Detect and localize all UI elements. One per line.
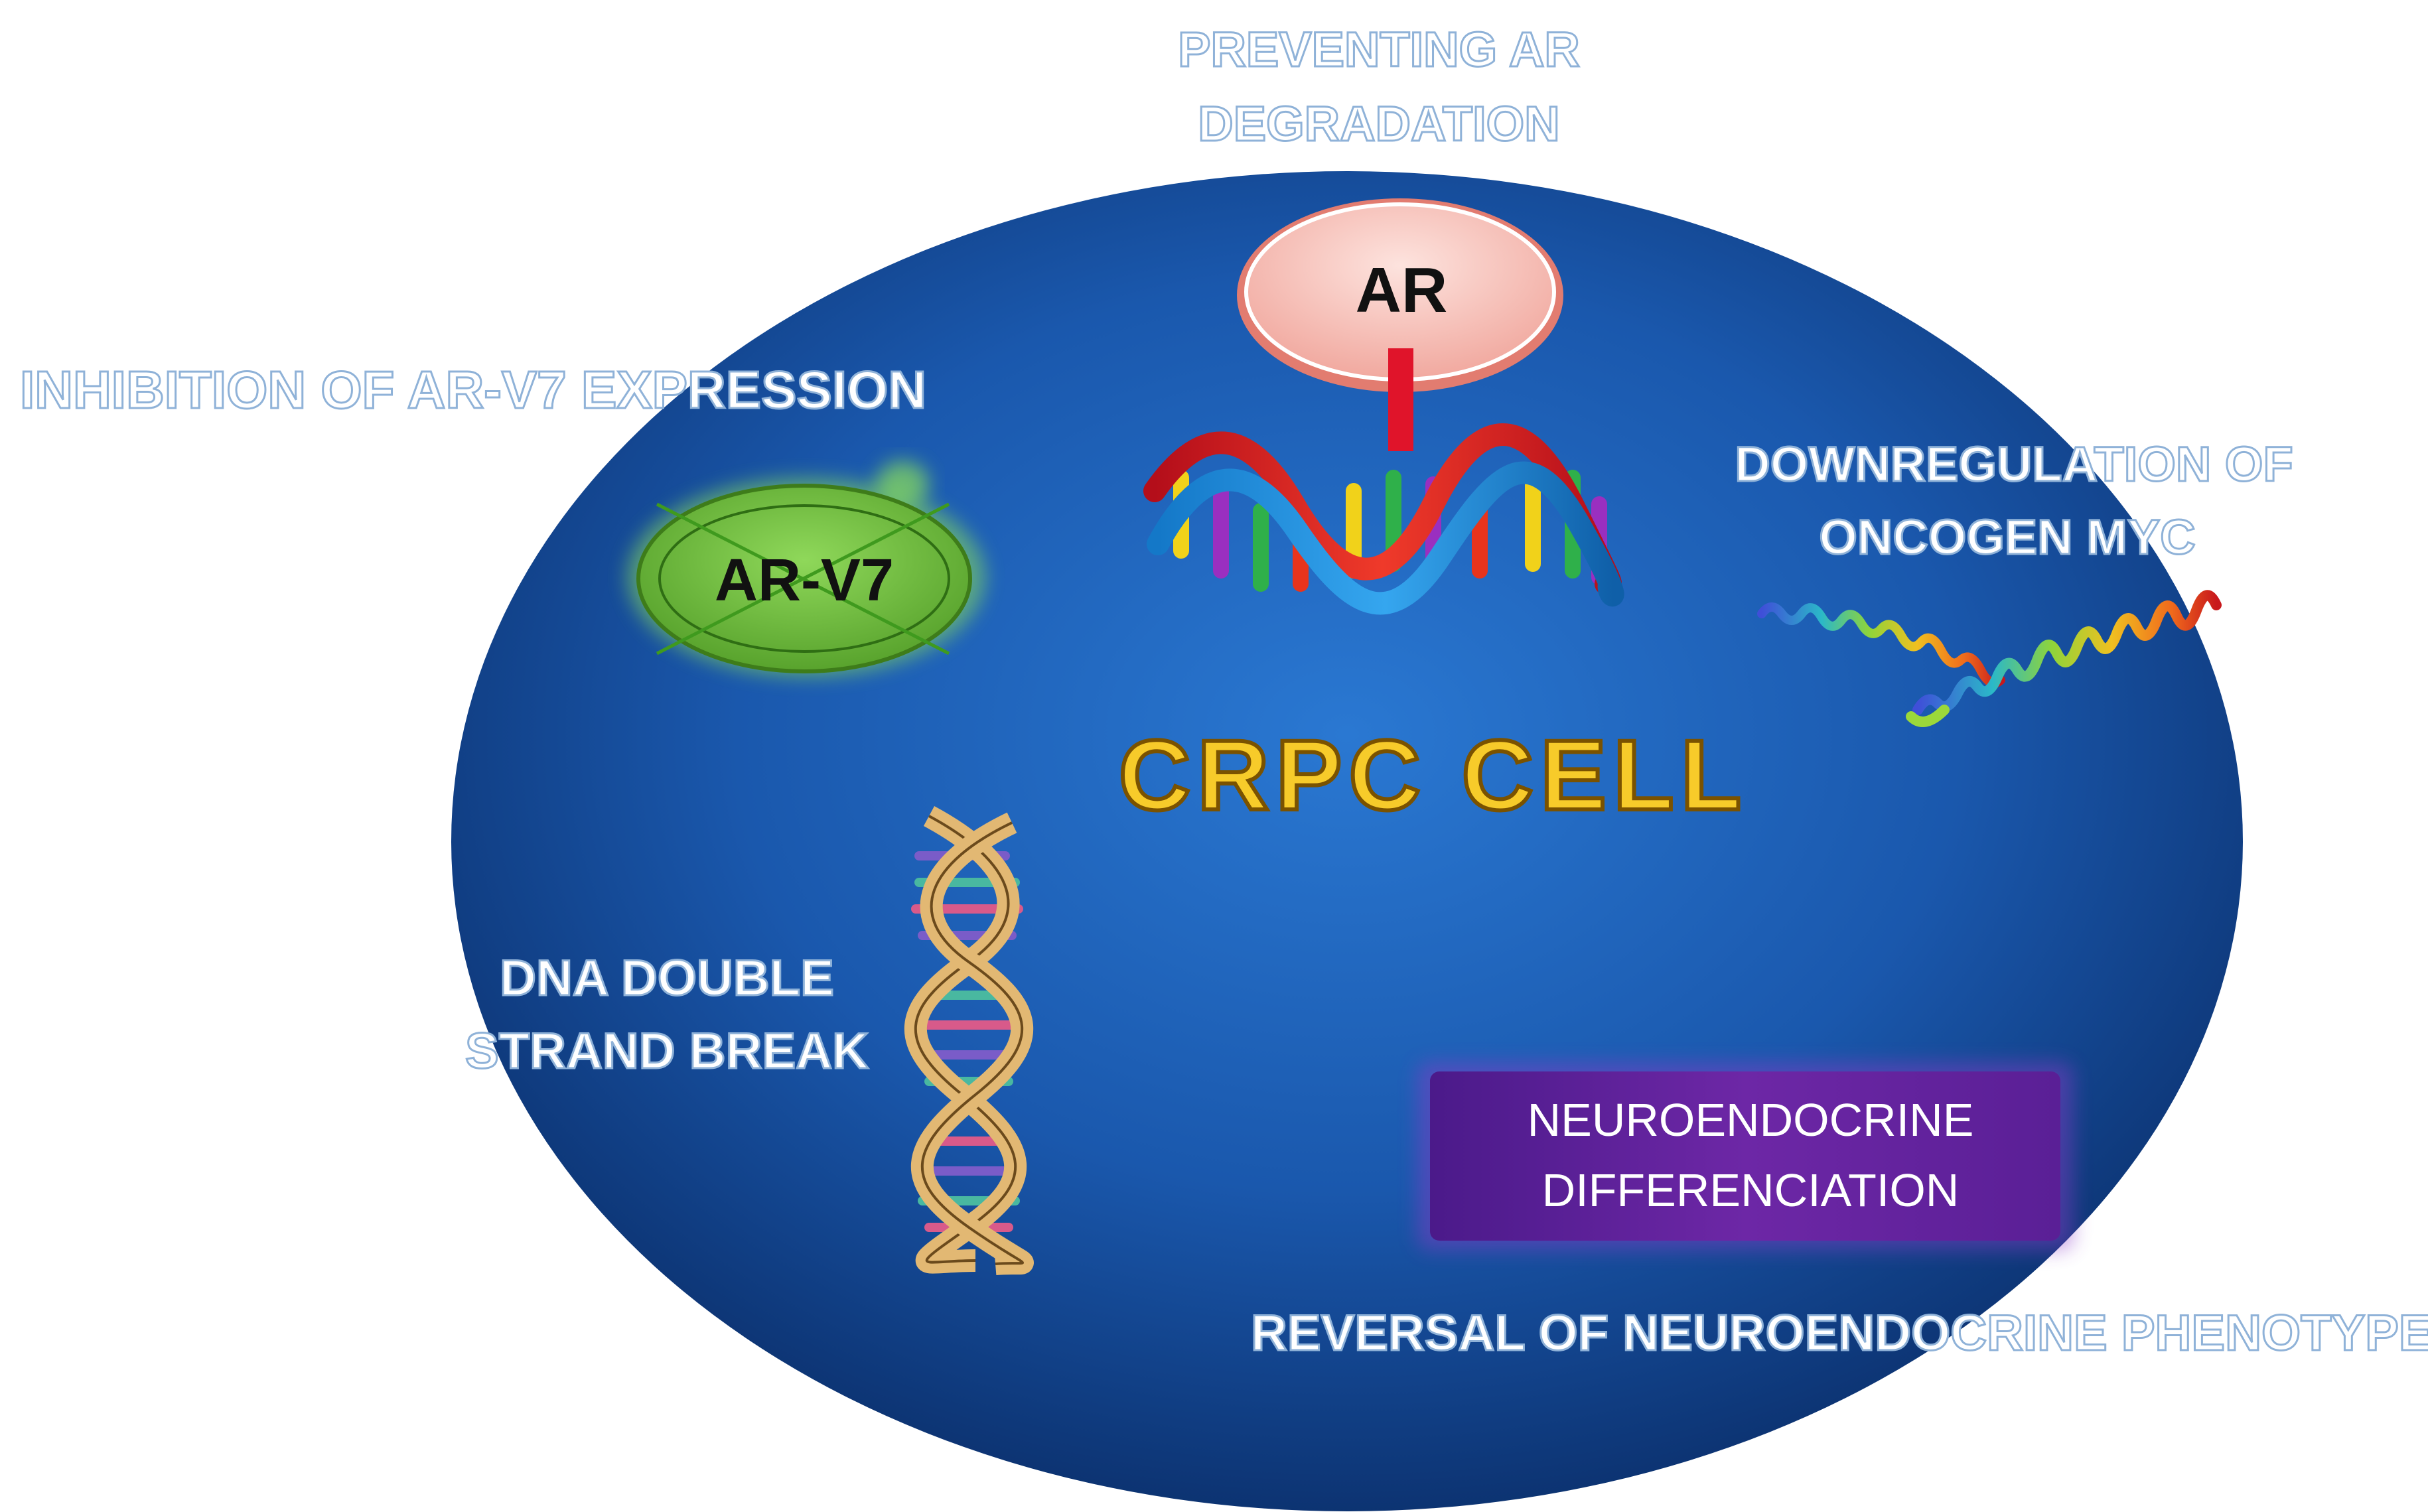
svg-text:DEGRADATION: DEGRADATION xyxy=(1198,96,1559,151)
neuro-line2: DIFFERENCIATION xyxy=(1542,1164,1960,1216)
dna-double-strand-icon xyxy=(904,806,1034,1275)
reversal-neuroendocrine-label: REVERSAL OF NEUROENDOCRINE PHENOTYPE xyxy=(1251,1305,2428,1361)
dna-helix-icon xyxy=(1143,423,1624,615)
svg-text:ONCOGEN MYC: ONCOGEN MYC xyxy=(1819,510,2195,565)
cell-title: CRPC CELL xyxy=(1119,719,1748,831)
dna-double-strand-break-label: DNA DOUBLE STRAND BREAK xyxy=(464,949,870,1081)
neuroendocrine-box: NEUROENDOCRINE DIFFERENCIATION xyxy=(1417,1062,2074,1251)
myc-protein-helix-icon xyxy=(1757,590,2222,727)
svg-text:STRAND BREAK: STRAND BREAK xyxy=(465,1023,869,1079)
svg-text:DNA DOUBLE: DNA DOUBLE xyxy=(500,950,834,1006)
svg-text:PREVENTING AR: PREVENTING AR xyxy=(1178,22,1580,77)
inhibition-cross-line xyxy=(656,502,950,655)
ar-label: AR xyxy=(1356,255,1448,326)
preventing-ar-degradation-label: PREVENTING AR DEGRADATION xyxy=(1177,21,1581,153)
svg-text:DOWNREGULATION OF: DOWNREGULATION OF xyxy=(1735,437,2293,492)
arv7-oval-icon: AR-V7 xyxy=(627,461,985,677)
arv7-label: AR-V7 xyxy=(715,547,894,614)
downregulation-myc-label: DOWNREGULATION OF ONCOGEN MYC xyxy=(1734,436,2294,566)
ar-receptor-icon: AR xyxy=(1237,198,1563,451)
neuro-line1: NEUROENDOCRINE xyxy=(1528,1094,1974,1146)
inhibition-arv7-label: INHIBITION OF AR-V7 EXPRESSION xyxy=(20,360,926,419)
